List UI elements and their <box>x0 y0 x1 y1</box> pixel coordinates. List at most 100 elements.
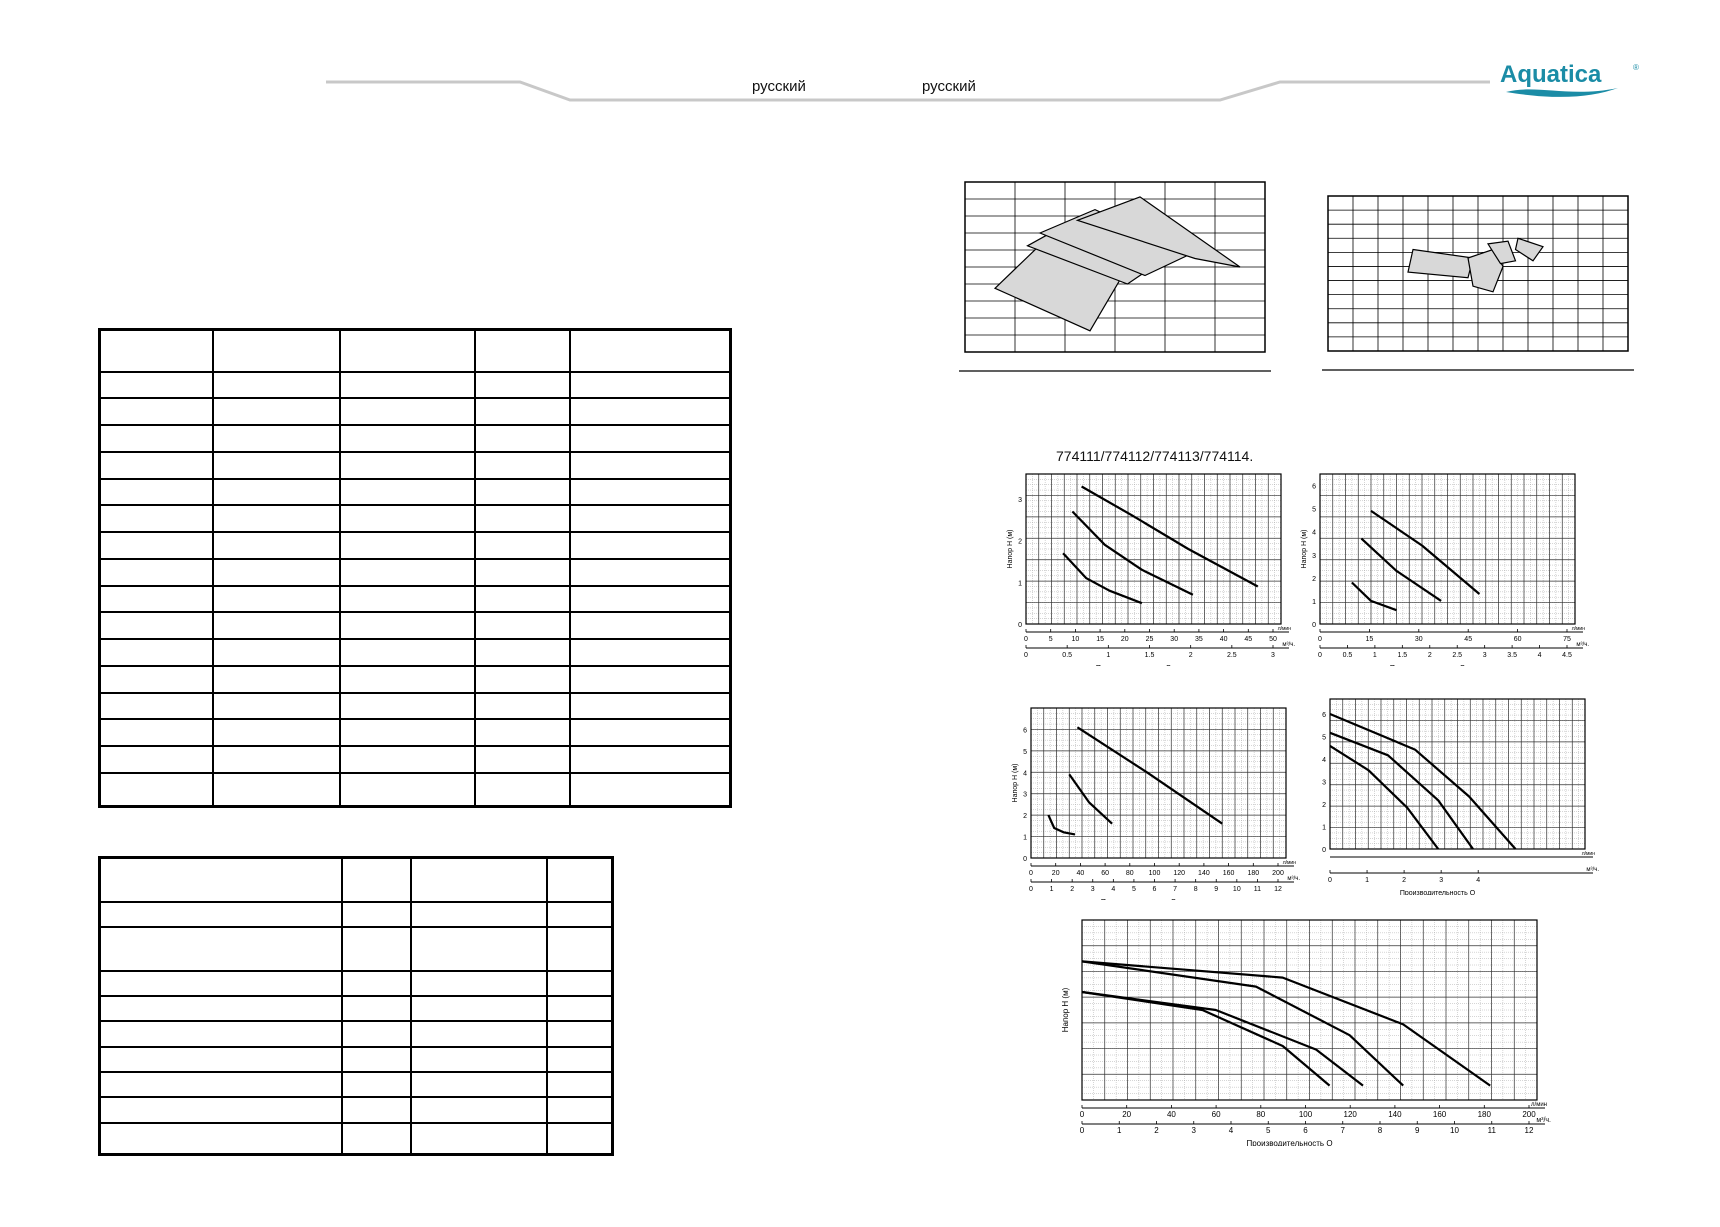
table-row <box>98 969 614 998</box>
table-header-row <box>98 856 614 903</box>
x-tick-label: 15 <box>1096 636 1104 643</box>
x2-tick-label: 3 <box>1439 877 1443 884</box>
x2-tick-label: 6 <box>1153 886 1157 893</box>
performance-area <box>1514 237 1544 262</box>
x-tick-label: 10 <box>1072 636 1080 643</box>
y-tick-label: 1 <box>1018 580 1022 587</box>
y-tick-label: 6 <box>1322 712 1326 719</box>
x-tick-label: 15 <box>1366 636 1374 643</box>
x-unit-label: л/мин <box>1572 626 1586 632</box>
table-row <box>98 1121 614 1156</box>
x-tick-label: 45 <box>1244 636 1252 643</box>
y-tick-label: 5 <box>1322 735 1326 742</box>
x-tick-label: 60 <box>1101 870 1109 877</box>
pump-curve <box>1351 581 1397 612</box>
x2-tick-label: 0 <box>1024 652 1028 659</box>
y-axis-label: Напор H (м) <box>1012 764 1019 803</box>
x-tick-label: 5 <box>1049 636 1053 643</box>
x2-tick-label: 11 <box>1254 886 1261 893</box>
x-unit-label: л/мин <box>1531 1102 1547 1108</box>
x-unit-label: л/мин <box>1283 860 1297 866</box>
x2-tick-label: 3.5 <box>1507 652 1517 659</box>
x2-tick-label: 1 <box>1117 1126 1122 1135</box>
x-tick-label: 60 <box>1212 1110 1221 1119</box>
x2-tick-label: 4 <box>1538 652 1542 659</box>
x-tick-label: 40 <box>1220 636 1228 643</box>
x2-tick-label: 0 <box>1328 877 1332 884</box>
x-tick-label: 20 <box>1052 870 1060 877</box>
x-tick-label: 25 <box>1146 636 1154 643</box>
y-tick-label: 6 <box>1023 727 1027 734</box>
pump-curve <box>1081 990 1364 1087</box>
y-tick-label: 5 <box>1312 507 1316 514</box>
pump-curve <box>1081 960 1491 1087</box>
table-row <box>98 531 732 560</box>
x-tick-label: 40 <box>1077 870 1085 877</box>
x-tick-label: 75 <box>1563 636 1571 643</box>
x-tick-label: 160 <box>1433 1110 1447 1119</box>
performance-area <box>1075 196 1241 268</box>
table-row <box>98 718 732 748</box>
x2-tick-label: 1 <box>1050 886 1054 893</box>
chart-top-right <box>1322 195 1634 371</box>
main-spec-table <box>98 328 732 808</box>
x2-tick-label: 0 <box>1318 652 1322 659</box>
x2-tick-label: 7 <box>1173 886 1177 893</box>
plot-frame <box>1030 707 1287 859</box>
x-tick-label: 0 <box>1024 636 1028 643</box>
x-tick-label: 80 <box>1126 870 1134 877</box>
y-tick-label: 0 <box>1018 622 1022 629</box>
performance-area <box>1467 248 1504 293</box>
x-tick-label: 100 <box>1149 870 1161 877</box>
x-tick-label: 100 <box>1299 1110 1313 1119</box>
x2-tick-label: 0 <box>1080 1126 1085 1135</box>
x2-tick-label: 3 <box>1091 886 1095 893</box>
svg-text:®: ® <box>1633 63 1639 72</box>
table-row <box>98 1096 614 1124</box>
x-tick-label: 20 <box>1122 1110 1131 1119</box>
y-tick-label: 3 <box>1322 780 1326 787</box>
table-row <box>98 771 732 808</box>
pump-curve <box>1329 731 1474 850</box>
x2-tick-label: 2 <box>1428 652 1432 659</box>
y-axis-label: Напор H (м) <box>1007 530 1014 569</box>
x2-tick-label: 10 <box>1233 886 1241 893</box>
x2-unit-label: м³/ч. <box>1586 867 1599 873</box>
pump-curve <box>1329 744 1440 850</box>
x-tick-label: 45 <box>1464 636 1472 643</box>
table-row <box>98 477 732 507</box>
table-row <box>98 611 732 641</box>
performance-area <box>1407 248 1474 279</box>
x2-tick-label: 6 <box>1303 1126 1308 1135</box>
x2-tick-label: 0.5 <box>1343 652 1353 659</box>
x2-unit-label: м³/ч. <box>1576 642 1589 648</box>
y-tick-label: 3 <box>1018 497 1022 504</box>
x-tick-label: 180 <box>1247 870 1259 877</box>
x-tick-label: 140 <box>1388 1110 1402 1119</box>
y-tick-label: 3 <box>1312 553 1316 560</box>
pump-curve <box>1071 510 1194 596</box>
y-axis-label: Напор H (м) <box>1061 987 1070 1032</box>
x-tick-label: 35 <box>1195 636 1203 643</box>
x-tick-label: 0 <box>1318 636 1322 643</box>
x2-tick-label: 3 <box>1192 1126 1197 1135</box>
language-label-right: русский <box>922 78 976 95</box>
table-row <box>98 664 732 694</box>
x-tick-label: 0 <box>1080 1110 1085 1119</box>
x-axis-label: Производительность Q <box>1096 665 1172 666</box>
x-axis-label: Производительность Q <box>1101 899 1177 900</box>
plot-frame <box>1329 698 1586 850</box>
pump-curve <box>1329 712 1517 850</box>
x2-tick-label: 2 <box>1070 886 1074 893</box>
x2-tick-label: 4 <box>1229 1126 1234 1135</box>
pump-curve <box>1076 726 1223 825</box>
aquatica-logo: Aquatica ® <box>1500 58 1640 107</box>
x-tick-label: 30 <box>1170 636 1178 643</box>
x2-tick-label: 0.5 <box>1062 652 1072 659</box>
x-tick-label: 120 <box>1173 870 1185 877</box>
table-row <box>98 691 732 721</box>
x2-tick-label: 4.5 <box>1562 652 1572 659</box>
